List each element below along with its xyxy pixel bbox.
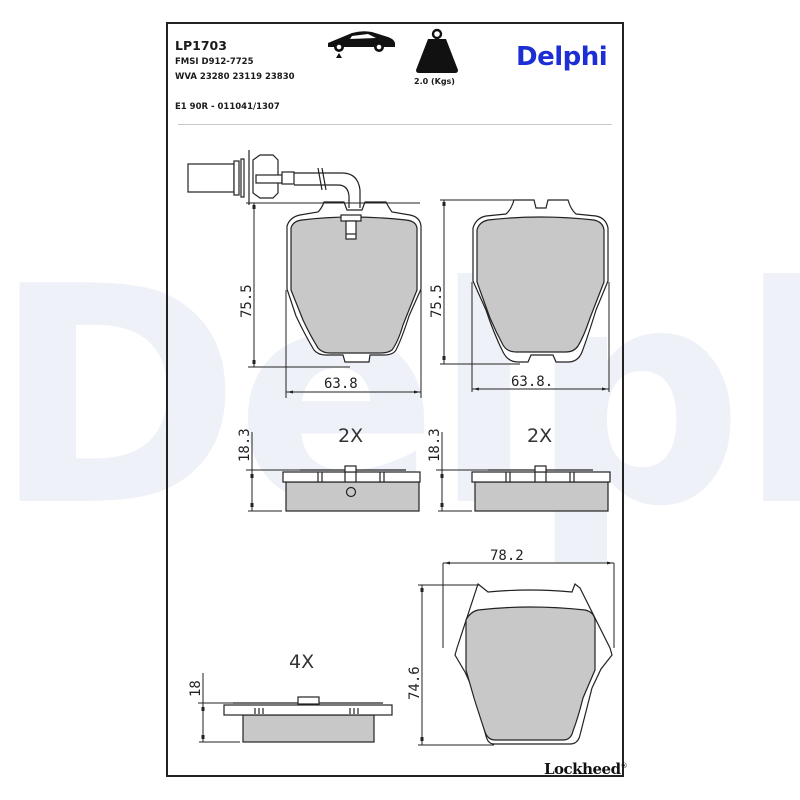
part-number: LP1703 [175, 38, 227, 53]
lockheed-logo: Lockheed® [544, 760, 628, 778]
side-1-quantity: 2X [338, 425, 363, 447]
lockheed-text: Lockheed [544, 760, 621, 778]
pad-1-height-dim: 75.5 [239, 284, 255, 318]
pad-2-width-dim: 63.8. [511, 374, 553, 390]
rear-width-dim: 78.2 [490, 548, 524, 564]
rear-side-view-drawing [198, 673, 393, 743]
rear-pad-drawing [418, 561, 615, 746]
pad-1-width-dim: 63.8 [324, 376, 358, 392]
pad-with-sensor-drawing [187, 150, 422, 398]
fmsi-code: FMSI D912-7725 [175, 57, 254, 67]
weight-label: 2.0 (Kgs) [414, 77, 455, 86]
weight-icon [416, 28, 458, 73]
rear-quantity: 4X [289, 651, 314, 673]
rear-height-dim: 74.6 [407, 666, 423, 700]
side-view-2-drawing [436, 432, 611, 512]
header-divider [178, 124, 612, 125]
side-view-1-drawing [246, 432, 421, 512]
rear-thickness-dim: 18 [188, 680, 204, 697]
side-1-thickness-dim: 18.3 [237, 428, 253, 462]
datasheet-frame: LP1703 FMSI D912-7725 WVA 23280 23119 23… [166, 22, 628, 778]
wva-codes: WVA 23280 23119 23830 [175, 72, 295, 82]
pad-without-sensor-drawing [440, 199, 610, 392]
pad-2-height-dim: 75.5 [429, 284, 445, 318]
car-front-axle-icon [328, 31, 395, 58]
side-2-thickness-dim: 18.3 [427, 428, 443, 462]
delphi-logo: Delphi [516, 42, 608, 72]
side-2-quantity: 2X [527, 425, 552, 447]
registered-mark: ® [620, 762, 628, 770]
approval-code: E1 90R - 011041/1307 [175, 102, 280, 112]
